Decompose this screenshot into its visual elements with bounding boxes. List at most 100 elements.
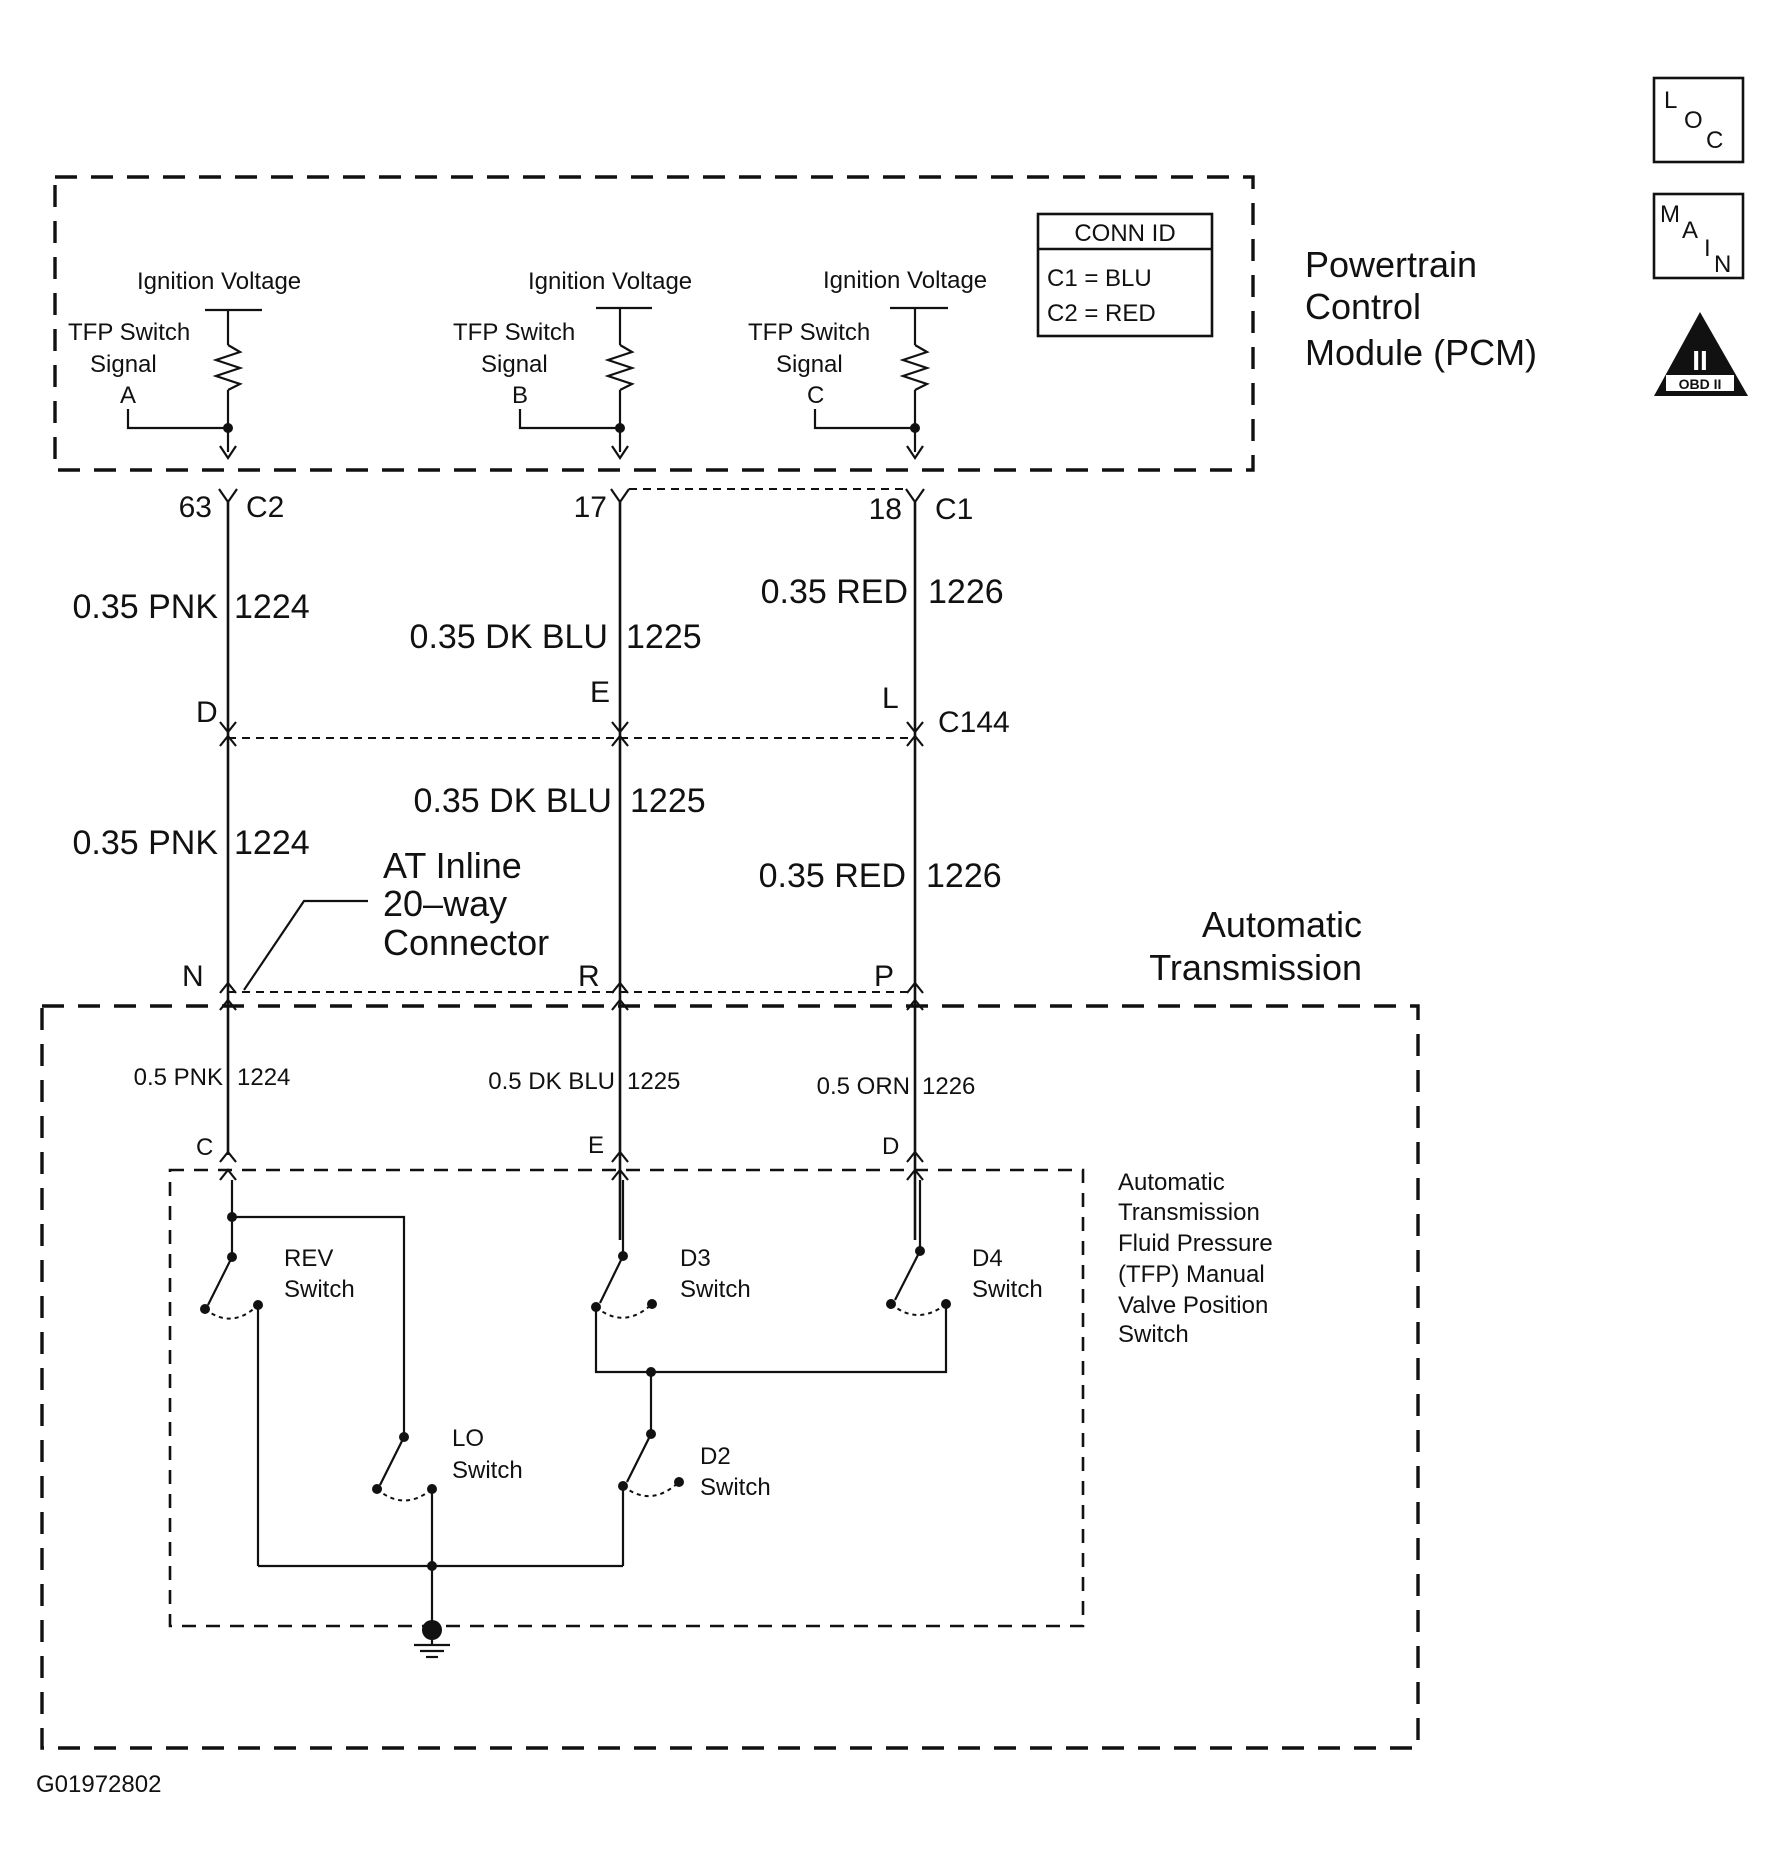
svg-text:I: I <box>1704 235 1711 262</box>
lower-wire-1226-color: 0.5 ORN <box>817 1073 910 1100</box>
pcm-pin-18-connector: C1 <box>935 493 973 526</box>
pcm-title-line-1: Powertrain <box>1305 244 1477 285</box>
c144-pin-d: D <box>196 696 218 729</box>
tfp-signal-a-line-1: TFP Switch <box>68 319 190 346</box>
lower-wire-1224-color: 0.5 PNK <box>134 1064 223 1091</box>
pcm-pin-63-connector: C2 <box>246 491 284 524</box>
pcm-boundary <box>53 175 1255 472</box>
d4-switch-label: Switch <box>972 1276 1043 1303</box>
rev-switch-label: Switch <box>284 1276 355 1303</box>
c144-name: C144 <box>938 706 1010 739</box>
middle-wire-1225-circuit: 1225 <box>630 782 706 820</box>
inline-connector-pins: N R P <box>182 960 924 1011</box>
upper-wire-1225-circuit: 1225 <box>626 618 702 656</box>
upper-wire-1226-color: 0.35 RED <box>761 573 908 611</box>
lower-wire-1226-circuit: 1226 <box>922 1073 975 1100</box>
pcm-pin-63: 63 C2 <box>179 488 284 524</box>
middle-wire-1224-circuit: 1224 <box>234 824 310 862</box>
resistor-c <box>899 344 931 391</box>
svg-text:OBD II: OBD II <box>1679 376 1722 392</box>
switch-pin-c: C <box>196 1134 213 1161</box>
inline-pin-p: P <box>874 960 894 993</box>
lower-wire-1225-circuit: 1225 <box>627 1068 680 1095</box>
switch-network <box>200 1180 951 1659</box>
transmission-title-line-1: Automatic <box>1202 904 1362 945</box>
pcm-circuit-c: Ignition Voltage TFP Switch Signal C <box>748 267 987 460</box>
tfp-signal-c-line-2: Signal <box>776 351 843 378</box>
pcm-pin-18-number: 18 <box>869 493 902 526</box>
tfp-signal-b-line-3: B <box>512 382 528 409</box>
ignition-voltage-label-b: Ignition Voltage <box>528 268 692 295</box>
tfp-assembly-title-line-6: Switch <box>1118 1321 1189 1348</box>
switch-connector-pins: C E D <box>196 1132 924 1181</box>
lower-wire-1224-circuit: 1224 <box>237 1064 290 1091</box>
middle-wire-1226-color: 0.35 RED <box>759 857 906 895</box>
pcm-title-line-2: Control <box>1305 286 1421 327</box>
tfp-signal-a-line-3: A <box>120 382 136 409</box>
conn-id-row-1: C1 = BLU <box>1047 265 1152 292</box>
pcm-title-line-3: Module (PCM) <box>1305 332 1537 373</box>
svg-text:O: O <box>1684 107 1703 134</box>
tfp-signal-b-line-2: Signal <box>481 351 548 378</box>
upper-wire-1224-color: 0.35 PNK <box>72 588 218 626</box>
transmission-title-line-2: Transmission <box>1149 947 1362 988</box>
d2-switch <box>618 1429 684 1498</box>
tfp-assembly-title-line-1: Automatic <box>1118 1169 1225 1196</box>
c144-pin-e: E <box>590 676 610 709</box>
obd-ii-icon: II OBD II <box>1654 312 1748 396</box>
inline-pin-r: R <box>578 960 600 993</box>
d4-switch <box>886 1246 951 1316</box>
inline-pin-n: N <box>182 960 204 993</box>
svg-text:N: N <box>1714 251 1731 278</box>
inline-connector-line-3: Connector <box>383 922 549 963</box>
rev-switch <box>200 1252 263 1320</box>
tfp-assembly-title-line-5: Valve Position <box>1118 1292 1268 1319</box>
conn-id-table: CONN ID C1 = BLU C2 = RED <box>1036 212 1214 338</box>
d3-switch <box>591 1251 657 1319</box>
connector-c144: D E L C144 <box>196 676 1010 747</box>
middle-wire-1226-circuit: 1226 <box>926 857 1002 895</box>
tfp-signal-a-line-2: Signal <box>90 351 157 378</box>
c144-pin-l: L <box>882 682 899 715</box>
svg-text:M: M <box>1660 201 1680 228</box>
inline-connector-line-1: AT Inline <box>383 845 522 886</box>
rev-switch-name: REV <box>284 1245 333 1272</box>
pcm-circuit-b: Ignition Voltage TFP Switch Signal B <box>453 268 692 460</box>
upper-wire-1226-circuit: 1226 <box>928 573 1004 611</box>
tfp-signal-b-line-1: TFP Switch <box>453 319 575 346</box>
d3-switch-label: Switch <box>680 1276 751 1303</box>
d2-switch-name: D2 <box>700 1443 731 1470</box>
switch-pin-e: E <box>588 1132 604 1159</box>
ground-junction <box>422 1620 442 1640</box>
tfp-signal-c-line-1: TFP Switch <box>748 319 870 346</box>
location-icon: L O C <box>1652 76 1745 164</box>
tfp-assembly-title-line-4: (TFP) Manual <box>1118 1261 1265 1288</box>
svg-text:L: L <box>1664 87 1677 114</box>
figure-id: G01972802 <box>36 1771 161 1798</box>
tfp-assembly-title-line-2: Transmission <box>1118 1199 1260 1226</box>
lo-switch <box>372 1432 437 1502</box>
ignition-voltage-label-a: Ignition Voltage <box>137 268 301 295</box>
inline-connector-leader <box>243 899 368 991</box>
d2-switch-label: Switch <box>700 1474 771 1501</box>
conn-id-row-2: C2 = RED <box>1047 300 1156 327</box>
conn-id-title: CONN ID <box>1074 220 1175 247</box>
switch-pin-d: D <box>882 1133 899 1160</box>
pcm-circuit-a: Ignition Voltage TFP Switch Signal A <box>68 268 301 460</box>
svg-text:C: C <box>1706 127 1723 154</box>
tfp-signal-c-line-3: C <box>807 382 824 409</box>
transmission-boundary <box>40 1004 1420 1750</box>
pcm-pin-18: 18 C1 <box>869 488 973 526</box>
resistor-b <box>604 344 636 391</box>
svg-text:A: A <box>1682 217 1698 244</box>
ground-icon <box>414 1640 450 1659</box>
lo-switch-label: Switch <box>452 1457 523 1484</box>
ignition-voltage-label-c: Ignition Voltage <box>823 267 987 294</box>
lo-switch-name: LO <box>452 1425 484 1452</box>
d3-switch-name: D3 <box>680 1245 711 1272</box>
inline-connector-line-2: 20–way <box>383 883 507 924</box>
tfp-switch-assembly-boundary <box>168 1168 1085 1628</box>
middle-wire-1224-color: 0.35 PNK <box>72 824 218 862</box>
tfp-assembly-title-line-3: Fluid Pressure <box>1118 1230 1273 1257</box>
